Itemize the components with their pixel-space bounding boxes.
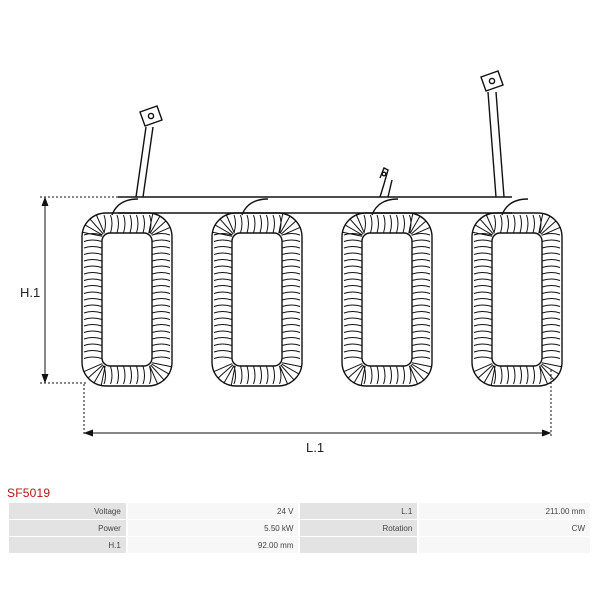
spec-value: CW xyxy=(419,520,590,536)
table-row: Power 5.50 kW Rotation CW xyxy=(9,520,590,536)
field-coil xyxy=(211,198,303,387)
part-number: SF5019 xyxy=(7,486,51,500)
coil-group xyxy=(81,198,563,387)
length-dimension-label: L.1 xyxy=(306,440,325,455)
h1-arrow-bottom xyxy=(41,373,49,384)
coil-outer-outline xyxy=(81,212,173,387)
spec-value: 92.00 mm xyxy=(127,537,299,553)
spec-label: Rotation xyxy=(300,520,418,536)
left-terminal-hole xyxy=(147,112,155,120)
field-coil-drawing xyxy=(40,70,563,437)
field-coil xyxy=(341,198,433,387)
spec-label: H.1 xyxy=(9,537,126,553)
right-terminal-lead xyxy=(487,91,505,198)
middle-tab-hole xyxy=(381,171,387,177)
coil-inner-window xyxy=(361,232,413,367)
coil-windings xyxy=(472,213,562,386)
connecting-bar xyxy=(118,196,512,214)
spec-label: Voltage xyxy=(9,503,126,519)
spec-value: 24 V xyxy=(127,503,299,519)
field-coil xyxy=(471,198,563,387)
h1-arrow-top xyxy=(41,196,49,207)
specification-table: Voltage 24 V L.1 211.00 mm Power 5.50 kW… xyxy=(7,502,592,554)
coil-connection-stub xyxy=(111,198,139,216)
middle-tab xyxy=(379,167,393,198)
coil-outer-outline xyxy=(211,212,303,387)
spec-label xyxy=(300,537,418,553)
coil-windings xyxy=(212,213,302,386)
spec-label: L.1 xyxy=(300,503,418,519)
spec-label: Power xyxy=(9,520,126,536)
field-coil xyxy=(81,198,173,387)
height-dimension-label: H.1 xyxy=(20,285,41,300)
connection-leads xyxy=(118,70,512,214)
table-row: Voltage 24 V L.1 211.00 mm xyxy=(9,503,590,519)
right-terminal-hole xyxy=(488,77,496,85)
right-terminal-lug xyxy=(480,70,504,92)
l1-arrow-right xyxy=(541,429,552,437)
coil-inner-window xyxy=(491,232,543,367)
coil-windings xyxy=(82,213,172,386)
table-row: H.1 92.00 mm xyxy=(9,537,590,553)
coil-inner-window xyxy=(231,232,283,367)
coil-outer-outline xyxy=(471,212,563,387)
spec-value xyxy=(419,537,590,553)
coil-inner-window xyxy=(101,232,153,367)
dimension-lines xyxy=(40,196,552,437)
left-terminal-lug xyxy=(139,105,163,127)
left-terminal-lead xyxy=(135,126,154,198)
l1-arrow-left xyxy=(83,429,94,437)
coil-windings xyxy=(342,213,432,386)
coil-outer-outline xyxy=(341,212,433,387)
spec-value: 211.00 mm xyxy=(419,503,590,519)
spec-value: 5.50 kW xyxy=(127,520,299,536)
